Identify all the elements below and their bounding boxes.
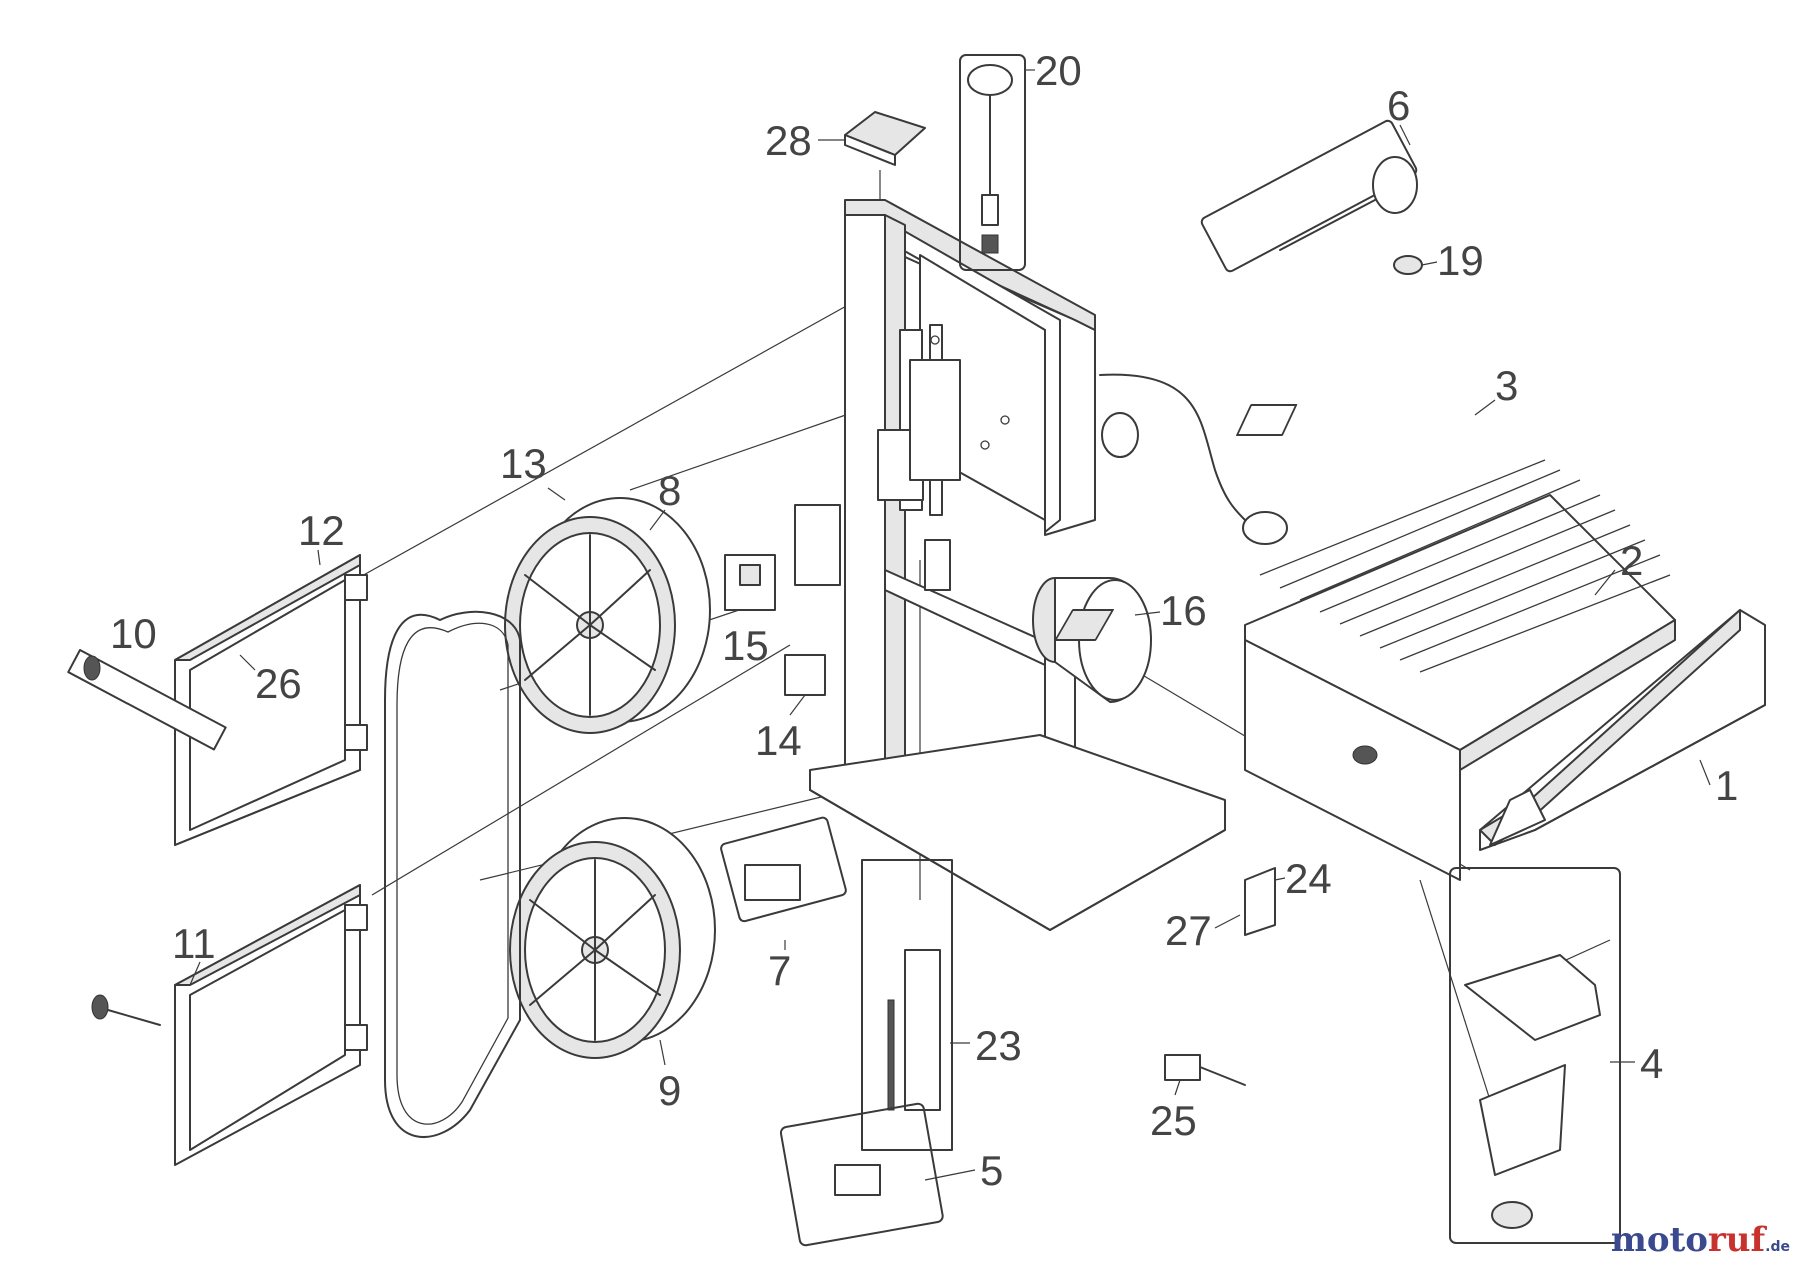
callout-numbers: 1 2 3 4 5 6 7 8 9 10 11 12 13 14 15 16 1… [110, 47, 1738, 1194]
callout-4: 4 [1640, 1040, 1663, 1087]
callout-2: 2 [1620, 537, 1643, 584]
watermark-part1: moto [1610, 1220, 1708, 1260]
callout-19: 19 [1437, 237, 1484, 284]
tension-knob [67, 649, 227, 1026]
callout-15: 15 [722, 622, 769, 669]
callout-20: 20 [1035, 47, 1082, 94]
rip-fence [1479, 609, 1766, 851]
lower-wheel [509, 817, 716, 1059]
lower-door [174, 884, 368, 1166]
callout-1: 1 [1715, 762, 1738, 809]
watermark-part3: .de [1765, 1239, 1790, 1255]
upper-wheel [504, 497, 711, 734]
callout-24: 24 [1285, 855, 1332, 902]
height-adjust-knob [959, 54, 1026, 271]
top-cap [844, 111, 926, 166]
callout-28: 28 [765, 117, 812, 164]
main-frame [809, 199, 1226, 931]
blade-tension-assembly [1200, 119, 1423, 275]
callout-11: 11 [172, 920, 216, 967]
callout-27: 27 [1165, 907, 1212, 954]
callout-3: 3 [1495, 362, 1518, 409]
callout-9: 9 [658, 1067, 681, 1114]
callout-23: 23 [975, 1022, 1022, 1069]
watermark-logo: motoruf.de [1611, 1220, 1790, 1260]
stand-bracket [1164, 867, 1621, 1244]
callout-12: 12 [298, 507, 345, 554]
switch [724, 404, 1298, 696]
callout-5: 5 [980, 1147, 1003, 1194]
callout-16: 16 [1160, 587, 1207, 634]
table [1054, 459, 1676, 881]
callout-10: 10 [110, 610, 157, 657]
lower-guide [720, 816, 953, 1247]
callout-13: 13 [500, 440, 547, 487]
callout-14: 14 [755, 717, 802, 764]
callout-26: 26 [255, 660, 302, 707]
power-cable [1099, 373, 1288, 545]
callout-25: 25 [1150, 1097, 1197, 1144]
saw-blade [384, 610, 521, 1139]
callout-8: 8 [658, 467, 681, 514]
callout-7: 7 [768, 947, 791, 994]
upper-door [174, 554, 368, 846]
callout-6: 6 [1387, 82, 1410, 129]
watermark-part2: ruf [1707, 1220, 1766, 1260]
